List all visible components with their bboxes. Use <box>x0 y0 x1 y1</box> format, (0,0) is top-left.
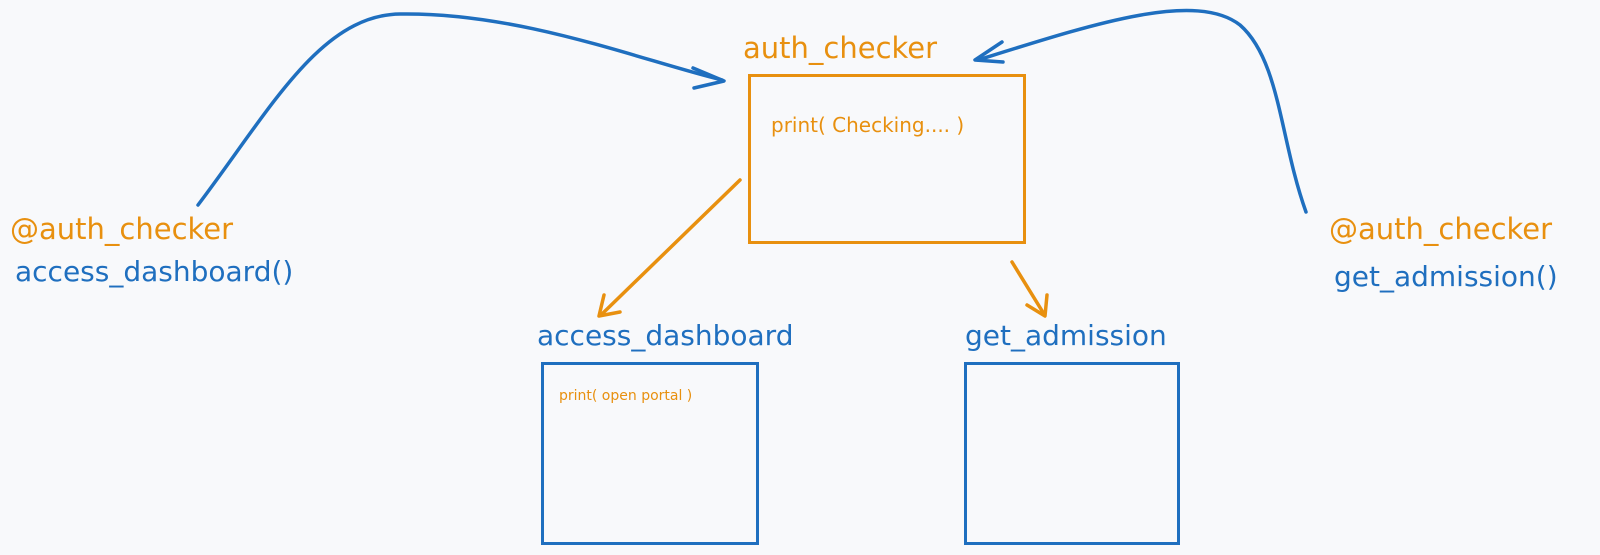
left-usage-arrow <box>196 12 724 207</box>
left-usage-arrowhead <box>691 66 726 90</box>
right-usage-arrow <box>976 8 1308 214</box>
function-box-get-admission <box>964 362 1180 545</box>
decorator-to-get-arrowhead <box>1025 293 1049 318</box>
right-usage-call: get_admission() <box>1334 260 1558 293</box>
decorator-to-get-arrow <box>1010 260 1046 316</box>
function-title-get-admission: get_admission <box>965 319 1167 352</box>
function-body-access-dashboard: print( open portal ) <box>559 388 693 404</box>
right-usage-arrowhead <box>973 40 1005 64</box>
decorator-title: auth_checker <box>743 31 938 65</box>
decorator-body: print( Checking.... ) <box>771 113 965 137</box>
right-usage-decorator: @auth_checker <box>1329 212 1553 246</box>
left-usage-call: access_dashboard() <box>15 255 294 288</box>
decorator-box <box>748 74 1026 244</box>
decorator-to-access-arrow <box>600 178 742 316</box>
function-box-access-dashboard <box>541 362 759 545</box>
left-usage-decorator: @auth_checker <box>10 212 234 246</box>
decorator-to-access-arrowhead <box>597 293 622 318</box>
function-title-access-dashboard: access_dashboard <box>537 319 794 352</box>
